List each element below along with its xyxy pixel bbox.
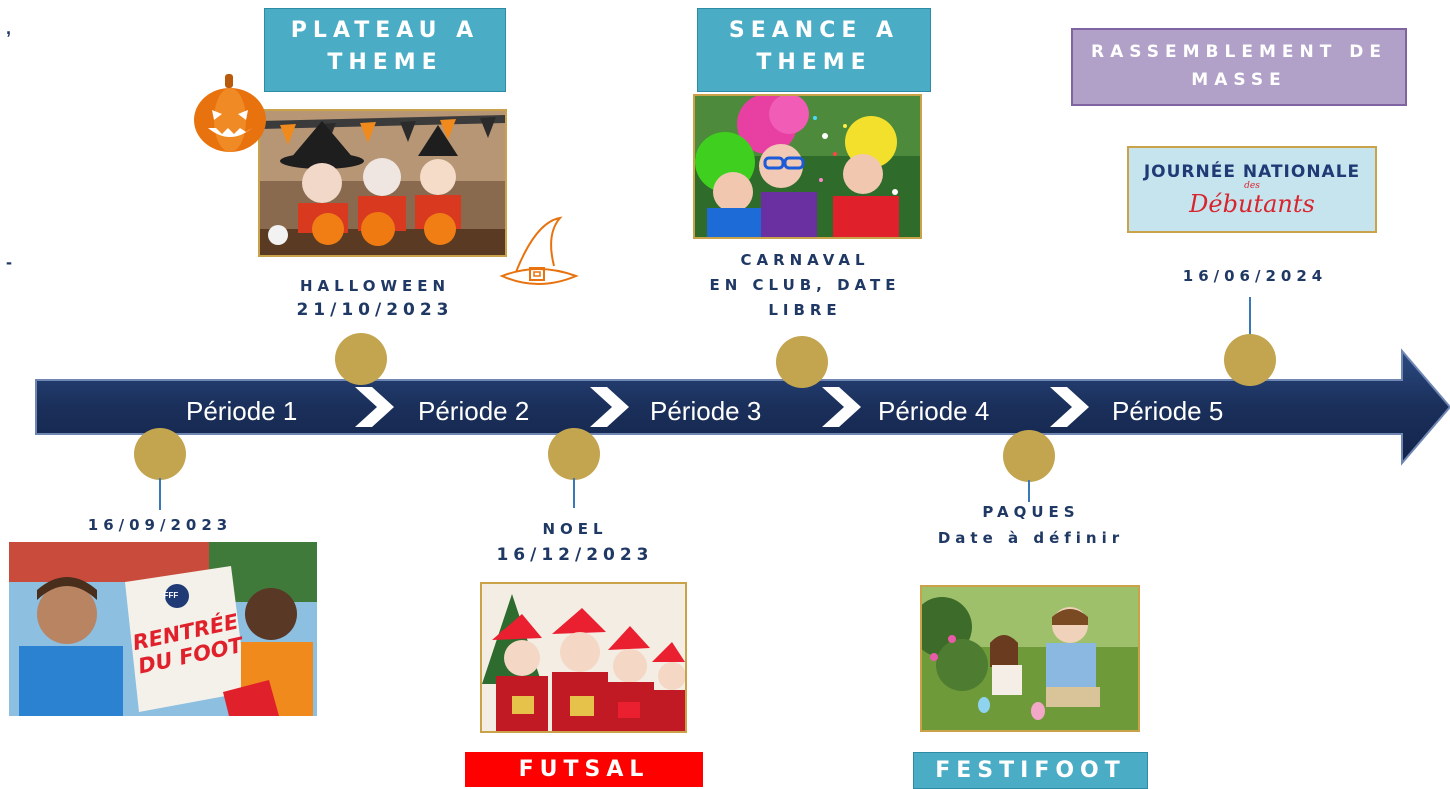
halloween-title: HALLOWEEN bbox=[299, 277, 451, 295]
period-2-label: Période 2 bbox=[418, 396, 530, 426]
stem-journee bbox=[1249, 297, 1251, 339]
marker-paques bbox=[1003, 430, 1055, 482]
marker-noel bbox=[548, 428, 600, 480]
period-3-label: Période 3 bbox=[650, 396, 762, 426]
noel-photo bbox=[480, 582, 687, 733]
journee-logo-small: des bbox=[1244, 181, 1260, 191]
journee-nationale-logo: JOURNÉE NATIONALE des Débutants bbox=[1127, 146, 1377, 233]
halloween-photo bbox=[258, 109, 507, 257]
marker-rentree bbox=[134, 428, 186, 480]
pumpkin-icon bbox=[194, 74, 266, 152]
period-4-label: Période 4 bbox=[878, 396, 990, 426]
edge-fragment-comma: , bbox=[6, 18, 12, 38]
rentree-du-foot-photo: FFF RENTRÉE DU FOOT bbox=[9, 542, 317, 716]
seance-theme-box: SEANCE A THEME bbox=[697, 8, 931, 92]
futsal-label: FUTSAL bbox=[465, 752, 703, 787]
chevron-3 bbox=[822, 387, 861, 427]
journee-logo-line1: JOURNÉE NATIONALE bbox=[1143, 162, 1361, 182]
timeline-arrow bbox=[35, 348, 1450, 466]
period-1-label: Période 1 bbox=[186, 396, 298, 426]
noel-title: NOEL bbox=[542, 520, 608, 538]
paques-date: Date à définir bbox=[937, 529, 1125, 547]
stem-rentree bbox=[159, 478, 161, 510]
fff-crest-label: FFF bbox=[163, 591, 179, 600]
rentree-date: 16/09/2023 bbox=[87, 516, 233, 534]
witch-hat-icon bbox=[499, 216, 579, 285]
paques-title: PAQUES bbox=[982, 503, 1080, 521]
carnaval-line-2: EN CLUB, DATE bbox=[709, 276, 901, 294]
carnaval-line-3: LIBRE bbox=[768, 301, 842, 319]
chevron-1 bbox=[355, 387, 394, 427]
stem-noel bbox=[573, 478, 575, 508]
journee-date: 16/06/2024 bbox=[1182, 267, 1328, 285]
festifoot-label: FESTIFOOT bbox=[913, 752, 1148, 789]
chevron-4 bbox=[1050, 387, 1089, 427]
stem-paques bbox=[1028, 480, 1030, 502]
paques-photo bbox=[920, 585, 1140, 732]
noel-date: 16/12/2023 bbox=[496, 545, 654, 565]
journee-logo-line2: Débutants bbox=[1189, 190, 1315, 218]
edge-fragment-dash: - bbox=[6, 252, 12, 272]
chevron-2 bbox=[590, 387, 629, 427]
marker-halloween bbox=[335, 333, 387, 385]
marker-carnaval bbox=[776, 336, 828, 388]
halloween-date: 21/10/2023 bbox=[296, 300, 454, 320]
plateau-theme-box: PLATEAU A THEME bbox=[264, 8, 506, 92]
carnaval-line-1: CARNAVAL bbox=[740, 251, 870, 269]
carnaval-photo bbox=[693, 94, 922, 239]
period-5-label: Période 5 bbox=[1112, 396, 1224, 426]
rassemblement-box: RASSEMBLEMENT DE MASSE bbox=[1071, 28, 1407, 106]
marker-journee bbox=[1224, 334, 1276, 386]
